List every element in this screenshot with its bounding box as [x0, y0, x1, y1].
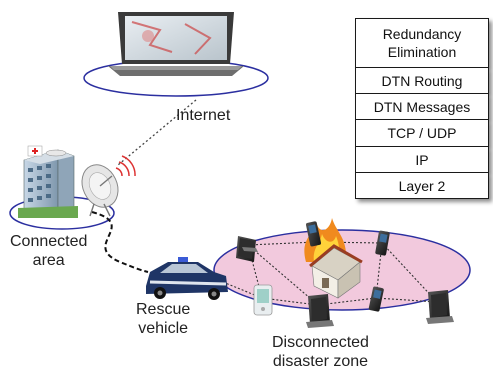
phone-icon [305, 221, 321, 247]
phone-icon [375, 230, 390, 256]
tablet-icon [426, 290, 454, 324]
disconnected-zone-label: Disconnected disaster zone [272, 334, 369, 370]
tablet-icon [306, 294, 334, 328]
protocol-stack: Redundancy Elimination DTN Routing DTN M… [355, 18, 489, 199]
rescue-vehicle-label: Rescue vehicle [136, 301, 191, 337]
stack-layer-dtn-messages: DTN Messages [355, 94, 489, 120]
connected-area-label: Connected area [10, 233, 88, 269]
stack-layer-tcp-udp: TCP / UDP [355, 120, 489, 147]
stack-layer-layer-2: Layer 2 [355, 173, 489, 199]
phone-icon [368, 286, 384, 312]
tablet-icon [236, 236, 258, 262]
stack-layer-redundancy-elimination: Redundancy Elimination [355, 18, 489, 68]
internet-link [117, 99, 197, 166]
internet-ellipse [83, 59, 269, 97]
stack-layer-ip: IP [355, 147, 489, 173]
internet-label: Internet [176, 107, 231, 124]
laptop-icon [108, 12, 244, 76]
satellite-dish-icon [81, 155, 136, 217]
pda-icon [253, 284, 273, 316]
stack-layer-dtn-routing: DTN Routing [355, 68, 489, 94]
police-car-icon [146, 257, 228, 300]
vehicle-link [91, 211, 149, 273]
hospital-building-icon [18, 145, 78, 218]
